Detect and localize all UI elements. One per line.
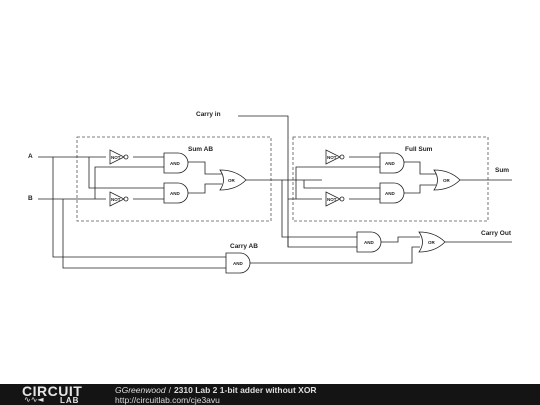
svg-text:NOT: NOT [327,155,337,160]
circuit-title: 2310 Lab 2 1-bit adder without XOR [173,385,317,395]
not-gate-s: NOT [325,149,345,165]
svg-text:OR: OR [428,240,436,245]
not-gate-b: NOT [109,191,129,207]
svg-text:AND: AND [170,161,180,166]
svg-text:NOT: NOT [111,197,121,202]
wire-b [38,166,226,269]
carry-out-label: Carry Out [481,230,512,237]
input-b-label: B [28,195,33,202]
sum-output-label: Sum [495,167,509,174]
wire-and4-or [404,184,436,194]
circuit-url-link[interactable]: http://circuitlab.com/cje3avu [115,395,220,405]
wire-carry-in-and1 [295,166,380,199]
carry-in-label: Carry in [196,111,221,118]
author-link[interactable]: GGreenwood [115,385,166,395]
circuitlab-logo[interactable]: CIRCUIT [22,383,83,399]
footer-bar: CIRCUIT ∿∿◄ LAB GGreenwood/2310 Lab 2 1-… [0,384,540,405]
not-gate-a: NOT [109,149,129,165]
and-gate-2: AND [163,182,189,204]
full-sum-box [292,136,489,222]
wire-sum-ab-and2 [303,180,380,189]
title-separator: / [168,385,171,395]
footer-title-line: GGreenwood/2310 Lab 2 1-bit adder withou… [115,385,317,395]
wire-a [38,156,226,258]
circuitlab-logo-lab: LAB [60,396,80,405]
waveform-icon: ∿∿◄ [24,395,44,404]
wire-carry-ab-or [250,246,420,264]
or-gate-carry: OR [418,231,446,253]
wire-and1-or [188,161,222,175]
and-gate-1: AND [163,152,189,174]
or-gate-sum-ab: OR [219,169,247,191]
wire-and2-or [188,183,222,194]
and-gate-3: AND [379,152,405,174]
svg-text:AND: AND [385,191,395,196]
input-a-label: A [28,153,33,160]
wire-carry-in [238,115,322,200]
wire-and-cin-or [381,236,420,243]
wire-carry-in-and [287,199,357,248]
and-gate-cin: AND [356,231,382,253]
svg-text:AND: AND [385,161,395,166]
wire-and3-or [404,161,436,175]
svg-text:OR: OR [443,178,451,183]
svg-text:NOT: NOT [327,197,337,202]
or-gate-full-sum: OR [433,169,461,191]
svg-text:AND: AND [170,191,180,196]
and-gate-4: AND [379,182,405,204]
svg-text:AND: AND [233,261,243,266]
wire-sum-ab-down [281,180,357,238]
sum-ab-box [76,136,272,222]
svg-text:NOT: NOT [111,155,121,160]
and-gate-carry-ab: AND [225,252,251,274]
svg-text:AND: AND [364,240,374,245]
carry-ab-label: Carry AB [230,243,258,250]
full-sum-label: Full Sum [405,146,433,153]
not-gate-c: NOT [325,191,345,207]
svg-text:OR: OR [228,178,236,183]
sum-ab-label: Sum AB [188,146,213,153]
